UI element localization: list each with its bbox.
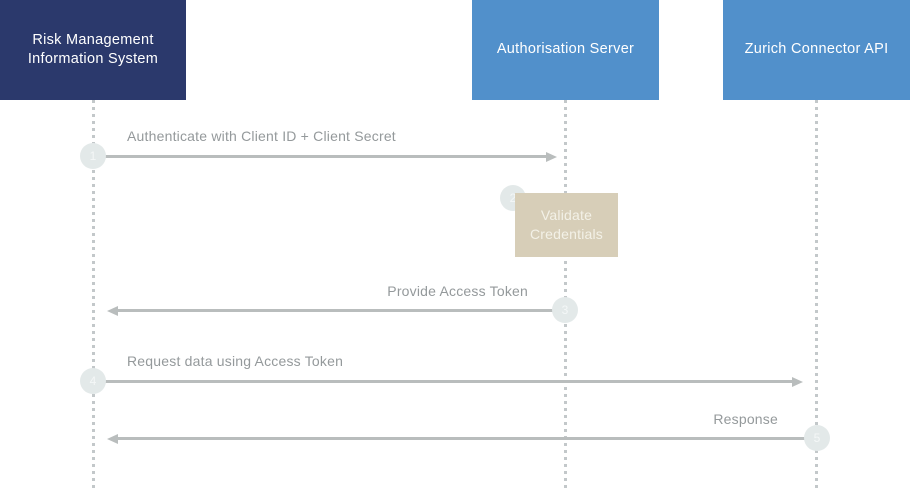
arrow-line-provide-access-token	[118, 309, 554, 312]
step-number-badge-5: 5	[804, 425, 830, 451]
message-label-authenticate: Authenticate with Client ID + Client Sec…	[127, 128, 396, 144]
actor-label-zurich-connector-api: Zurich Connector API	[744, 41, 889, 58]
step-number-badge-4: 4	[80, 368, 106, 394]
actor-box-authorisation-server: Authorisation Server	[472, 0, 659, 100]
arrow-line-authenticate	[104, 155, 546, 158]
activation-label: Validate Credentials	[529, 207, 603, 242]
lifeline-rmis	[92, 100, 95, 489]
message-label-provide-access-token: Provide Access Token	[387, 283, 528, 299]
actor-label-rmis: Risk Management Information System	[27, 31, 159, 67]
arrowhead-right-icon	[792, 376, 803, 387]
lifeline-zurich-connector-api	[815, 100, 818, 489]
message-label-request-data: Request data using Access Token	[127, 353, 344, 369]
actor-box-rmis: Risk Management Information System	[0, 0, 186, 100]
arrowhead-left-icon	[107, 433, 118, 444]
lifeline-authorisation-server	[564, 100, 567, 489]
activation-box-validate-credentials: Validate Credentials	[515, 193, 618, 257]
arrowhead-left-icon	[107, 305, 118, 316]
actor-label-authorisation-server: Authorisation Server	[496, 41, 635, 58]
step-number-badge-3: 3	[552, 297, 578, 323]
arrow-line-response	[118, 437, 806, 440]
message-label-response: Response	[713, 411, 778, 427]
actor-box-zurich-connector-api: Zurich Connector API	[723, 0, 910, 100]
step-number-badge-1: 1	[80, 143, 106, 169]
arrowhead-right-icon	[546, 151, 557, 162]
arrow-line-request-data	[104, 380, 792, 383]
